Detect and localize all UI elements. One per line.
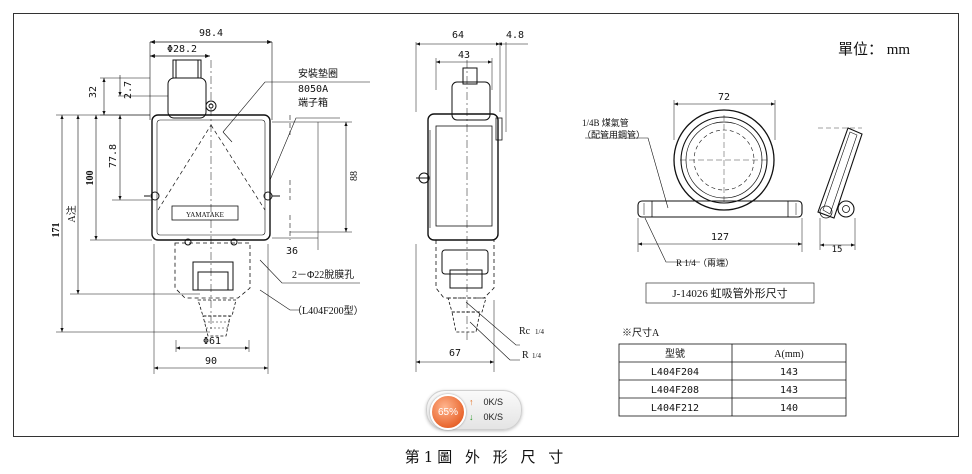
- siphon-labels: 72 127 15 1/4B 煤氣管 （配管用鋼管） R 1/4 （兩端） J-…: [582, 92, 842, 300]
- dim-98-4: 98.4: [199, 28, 223, 39]
- label-8050a: 8050A: [298, 84, 328, 95]
- siphon-title: J-14026 虹吸管外形尺寸: [672, 286, 787, 300]
- upload-rate-row: ↑ 0K/S: [469, 397, 503, 407]
- dim-phi-61: Φ61: [203, 336, 221, 347]
- size-table-cell: 143: [780, 385, 798, 396]
- upload-arrow-icon: ↑: [469, 397, 474, 407]
- download-rate: 0K/S: [483, 412, 504, 422]
- label-l404f200: （L404F200型）: [292, 304, 364, 317]
- label-pipe-sub: （配管用鋼管）: [582, 129, 645, 140]
- dim-15: 15: [832, 245, 843, 255]
- dim-2-7: 2.7: [123, 81, 134, 99]
- dim-77-8: 77.8: [108, 144, 119, 168]
- dim-90: 90: [205, 356, 217, 367]
- size-table-note: ※尺寸A: [622, 326, 660, 339]
- size-table-cell: 143: [780, 367, 798, 378]
- siphon-drawing: [585, 100, 863, 304]
- dim-phi-28-2: Φ28.2: [167, 44, 197, 55]
- dim-88: 88: [349, 171, 360, 181]
- label-r-frac: 1/4: [532, 352, 541, 360]
- size-table: ※尺寸A 型號 A(mm) L404F204 143 L404F208 143 …: [622, 326, 804, 414]
- side-view: [415, 42, 528, 372]
- label-rc-frac: 1/4: [535, 328, 544, 336]
- download-arrow-icon: ↓: [469, 412, 474, 422]
- percent-ring[interactable]: 65%: [430, 394, 466, 430]
- label-rc: Rc: [519, 326, 531, 337]
- download-rate-row: ↓ 0K/S: [469, 412, 503, 422]
- figure-caption: 第1圖 外 形 尺 寸: [404, 448, 568, 466]
- upload-rate: 0K/S: [483, 397, 504, 407]
- size-table-header-a: A(mm): [774, 349, 803, 360]
- label-r-ends: R 1/4 （兩端）: [676, 257, 734, 268]
- dim-171: 171: [51, 223, 62, 238]
- front-view: [56, 40, 370, 374]
- dim-32: 32: [88, 86, 99, 98]
- side-view-labels: 64 43 4.8 67 Rc 1/4 R 1/4: [449, 30, 544, 361]
- dim-72: 72: [718, 92, 730, 103]
- dim-100: 100: [85, 171, 96, 186]
- label-knockout: 2－Φ22脫膜孔: [292, 269, 354, 281]
- units-label: 單位： mm: [838, 41, 910, 58]
- dim-127: 127: [711, 232, 729, 243]
- size-table-cell: L404F212: [651, 403, 699, 414]
- size-table-grid: [618, 343, 847, 417]
- dim-36: 36: [286, 246, 298, 257]
- front-view-labels: 98.4 Φ28.2 32 2.7 77.8 100 A注 171 88 36 …: [51, 28, 364, 367]
- label-terminal-box: 端子箱: [298, 96, 328, 109]
- size-table-cell: L404F208: [651, 385, 699, 396]
- dim-64: 64: [452, 30, 464, 41]
- drawing-frame: [13, 13, 959, 437]
- label-r: R: [522, 350, 529, 361]
- size-table-header-model: 型號: [665, 347, 685, 360]
- dim-43: 43: [458, 50, 470, 61]
- dim-4-8: 4.8: [506, 30, 524, 41]
- dim-a-note: A注: [65, 205, 78, 222]
- brand-label: YAMATAKE: [186, 211, 224, 219]
- size-table-cell: L404F204: [651, 367, 699, 378]
- label-washer: 安裝墊圈: [298, 67, 338, 80]
- network-speed-widget[interactable]: 65% ↑ 0K/S ↓ 0K/S: [426, 390, 522, 430]
- size-table-cell: 140: [780, 403, 798, 414]
- dim-67: 67: [449, 348, 461, 359]
- label-pipe-top: 1/4B 煤氣管: [582, 117, 629, 128]
